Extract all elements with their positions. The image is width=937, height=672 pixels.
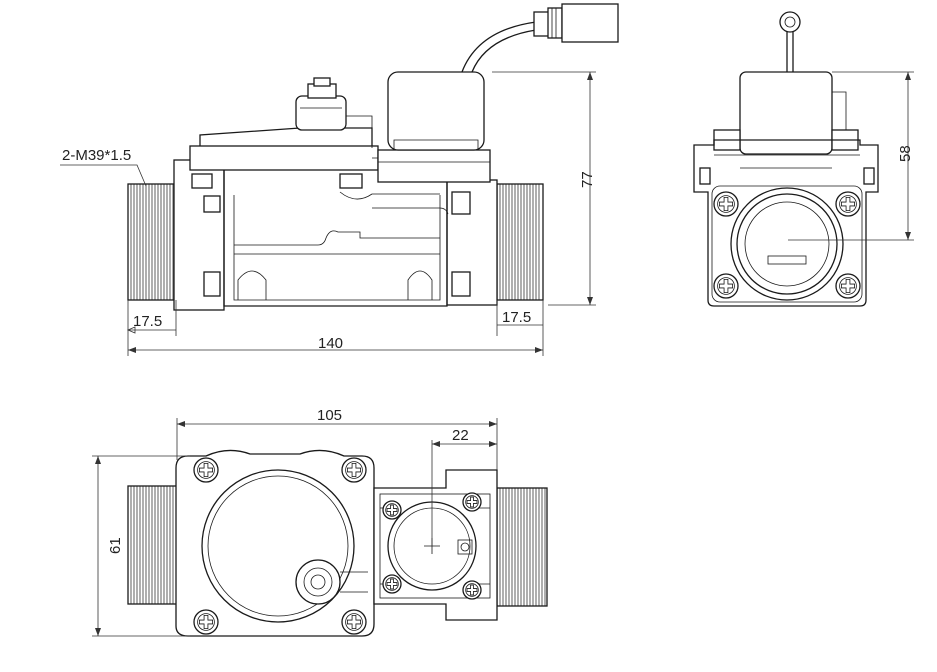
front-view-dimensions: 2-M39*1.5 17.5 17.5 140 77 (60, 71, 596, 356)
dim-thread-right: 17.5 (502, 309, 531, 326)
dim-total-length: 140 (318, 335, 343, 352)
top-main-bore (201, 469, 355, 623)
side-body (693, 139, 879, 307)
top-left-thread (127, 485, 179, 605)
front-solenoid-coil (387, 71, 485, 151)
side-solenoid-coil (739, 71, 833, 155)
side-bore-outer (730, 187, 844, 301)
top-right-thread (496, 487, 548, 607)
thread-spec-label: 2-M39*1.5 (62, 147, 131, 164)
front-main-body (223, 170, 448, 307)
dim-body-length: 105 (317, 407, 342, 424)
side-view-dimensions: 58 (788, 71, 914, 241)
front-pilot-tower (295, 77, 373, 148)
dim-side-height: 58 (897, 145, 914, 162)
front-right-thread (496, 183, 544, 301)
top-pilot-nut (295, 559, 368, 605)
top-view (127, 449, 548, 637)
front-cable (461, 3, 619, 73)
front-left-thread (127, 183, 177, 301)
dim-thread-left: 17.5 (133, 313, 162, 330)
front-view (127, 3, 619, 311)
top-right-housing (373, 469, 498, 621)
dim-offset: 22 (452, 427, 469, 444)
dim-body-width: 61 (107, 537, 124, 554)
front-top-housing (199, 127, 373, 149)
top-view-dimensions: 105 22 61 (92, 407, 498, 637)
side-view (693, 11, 879, 307)
dim-height: 77 (579, 171, 596, 188)
